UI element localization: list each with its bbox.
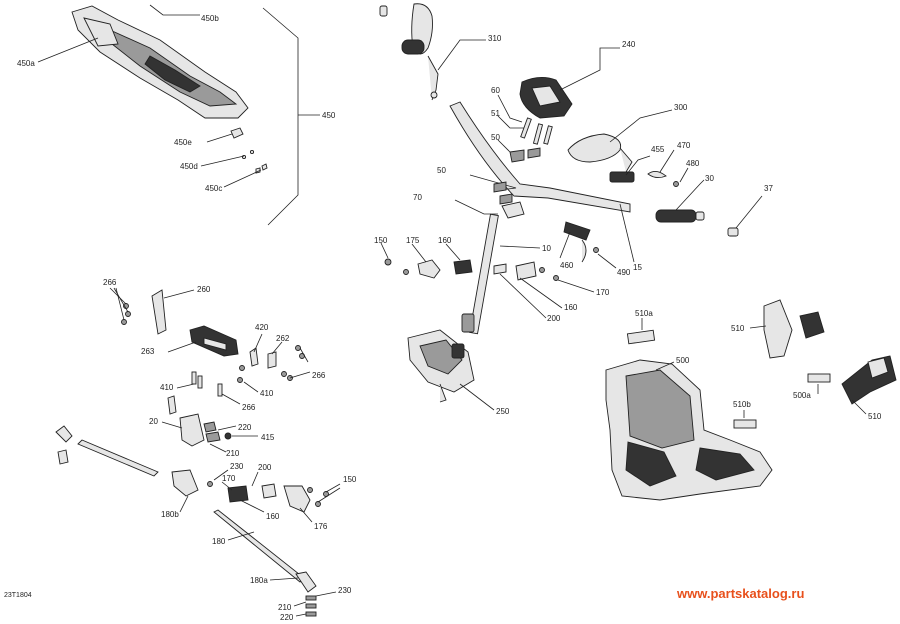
callout-150a: 150: [374, 236, 388, 245]
tie-rod-upper: [55, 425, 159, 477]
callout-51: 51: [491, 109, 500, 118]
callout-50b: 50: [437, 166, 446, 175]
callout-37: 37: [764, 184, 773, 193]
linkage-small-parts: [167, 371, 223, 415]
callout-230a: 230: [230, 462, 244, 471]
callout-180a: 180a: [250, 576, 268, 585]
callout-60: 60: [491, 86, 500, 95]
callout-50: 50: [491, 133, 500, 142]
callout-420: 420: [255, 323, 269, 332]
callout-30: 30: [705, 174, 714, 183]
callout-180: 180: [212, 537, 226, 546]
throttle-switch: [609, 171, 679, 187]
callout-450: 450: [322, 111, 336, 120]
callout-230b: 230: [338, 586, 352, 595]
callout-300: 300: [674, 103, 688, 112]
callout-175: 175: [406, 236, 420, 245]
callout-450b: 450b: [201, 14, 219, 23]
callout-15: 15: [633, 263, 642, 272]
callout-150b: 150: [343, 475, 357, 484]
callout-220a: 220: [238, 423, 252, 432]
callout-310: 310: [488, 34, 502, 43]
right-mirror: [567, 133, 633, 173]
windshield-bracket-left: [763, 299, 825, 359]
callout-510b: 510b: [733, 400, 751, 409]
callout-455: 455: [651, 145, 665, 154]
callout-200b: 200: [258, 463, 272, 472]
handlebar-pad: [519, 77, 573, 119]
callout-210b: 210: [278, 603, 292, 612]
handguard-assembly: [71, 5, 249, 119]
callout-170b: 170: [222, 474, 236, 483]
callout-470: 470: [677, 141, 691, 150]
windshield: [605, 359, 773, 501]
callout-176: 176: [314, 522, 328, 531]
callout-450c: 450c: [205, 184, 222, 193]
bar-end: [727, 227, 739, 237]
diagram-code: 23T1804: [4, 592, 32, 599]
callout-460: 460: [560, 261, 574, 270]
column-hardware: [384, 258, 559, 281]
callout-450e: 450e: [174, 138, 192, 147]
watermark-text: www.partskatalog.ru: [676, 586, 804, 601]
callout-260: 260: [197, 285, 211, 294]
callout-263: 263: [141, 347, 155, 356]
callout-250: 250: [496, 407, 510, 416]
drag-link-end: [171, 469, 329, 513]
callout-266a: 266: [103, 278, 117, 287]
windshield-decal-510a: [626, 329, 656, 345]
callout-450a: 450a: [17, 59, 35, 68]
callout-500: 500: [676, 356, 690, 365]
windshield-bracket-right: [841, 355, 897, 405]
callout-410a: 410: [160, 383, 174, 392]
handlebar-clamp-nuts: [493, 181, 513, 205]
windshield-decals: [733, 373, 831, 429]
callout-510a: 510a: [635, 309, 653, 318]
callout-210a: 210: [226, 449, 240, 458]
handlebar: [449, 101, 631, 213]
left-mirror: [379, 3, 439, 101]
callout-20: 20: [149, 417, 158, 426]
callout-410b: 410: [260, 389, 274, 398]
callout-500a: 500a: [793, 391, 811, 400]
callout-160a: 160: [438, 236, 452, 245]
callout-200a: 200: [547, 314, 561, 323]
callout-266c: 266: [242, 403, 256, 412]
bracket-260: [121, 289, 167, 335]
pitman-arm: [179, 413, 232, 447]
callout-480: 480: [686, 159, 700, 168]
callout-510a-2: 510: [731, 324, 745, 333]
power-steering-unit: [407, 329, 475, 403]
callout-450d: 450d: [180, 162, 198, 171]
callout-10: 10: [542, 244, 551, 253]
callout-490: 490: [617, 268, 631, 277]
callout-415: 415: [261, 433, 275, 442]
bracket-hardware: [237, 345, 305, 383]
callout-266b: 266: [312, 371, 326, 380]
bracket-263: [189, 325, 239, 357]
callout-160c: 160: [266, 512, 280, 521]
callout-262: 262: [276, 334, 290, 343]
throttle-cable-parts: [563, 221, 599, 263]
callout-510b-2: 510: [868, 412, 882, 421]
tie-rod-lower: [213, 509, 317, 617]
callout-170a: 170: [596, 288, 610, 297]
right-grip: [655, 209, 705, 223]
callout-220b: 220: [280, 613, 294, 622]
steering-column: [461, 201, 525, 335]
callout-160b: 160: [564, 303, 578, 312]
handguard-hardware: [230, 127, 268, 174]
handlebar-bolts: [509, 117, 553, 163]
callout-180b: 180b: [161, 510, 179, 519]
callout-70: 70: [413, 193, 422, 202]
callout-240: 240: [622, 40, 636, 49]
